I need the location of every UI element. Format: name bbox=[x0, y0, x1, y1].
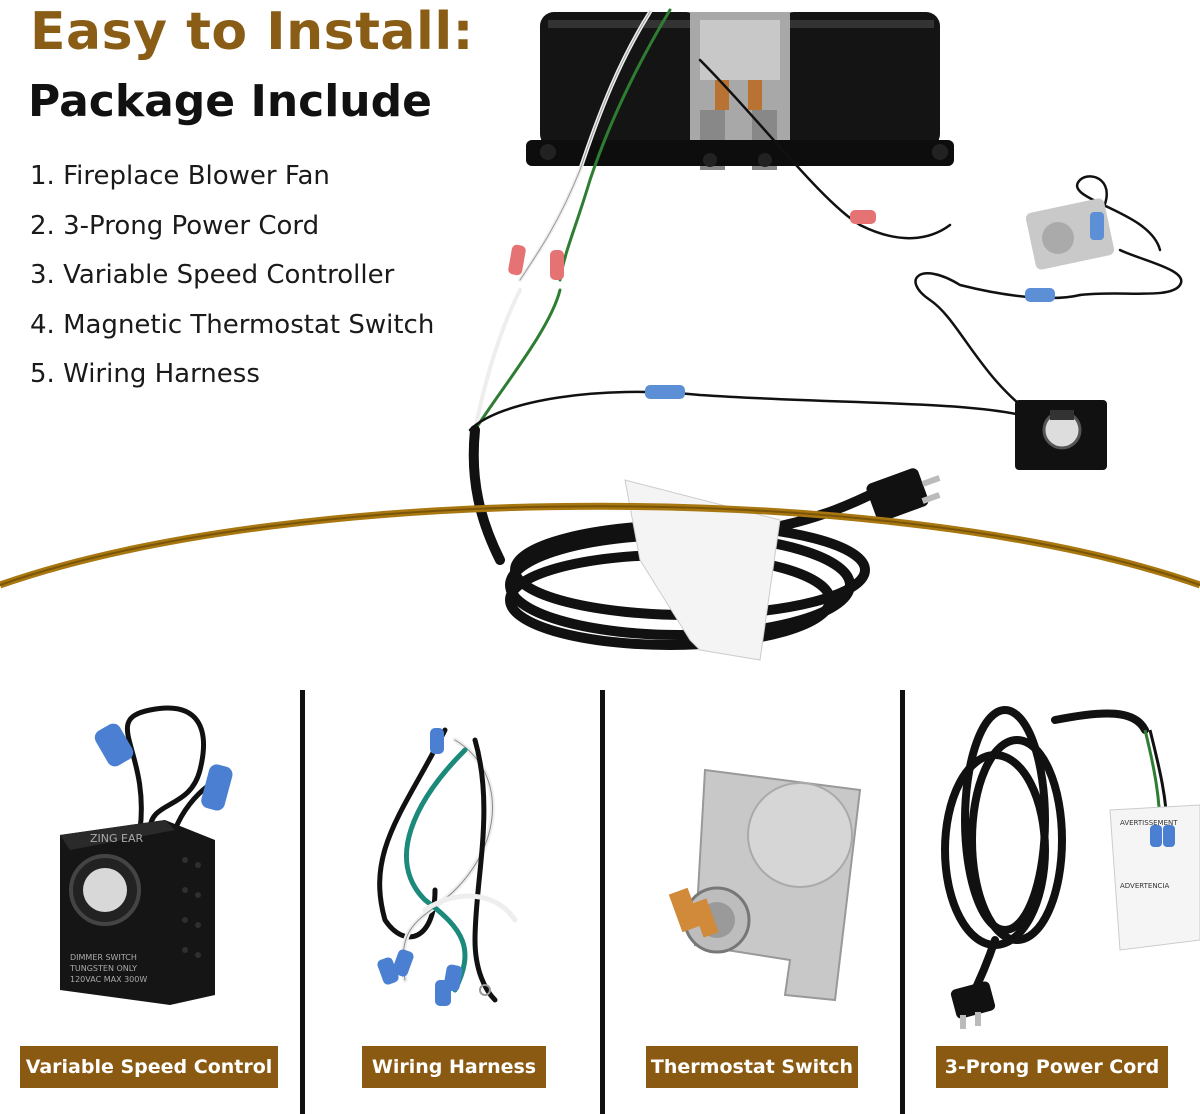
list-item: 3. Variable Speed Controller bbox=[30, 260, 395, 290]
list-item: 2. 3-Prong Power Cord bbox=[30, 210, 320, 241]
wiring-harness-icon bbox=[377, 727, 518, 1006]
divider bbox=[900, 690, 905, 1114]
thermostat-switch-icon bbox=[668, 768, 862, 1002]
speed-controller-icon: ZING EAR DIMMER SWITCH TUNGSTEN ONLY 120… bbox=[60, 705, 233, 1005]
component-label-power-cord: 3-Prong Power Cord bbox=[936, 1046, 1168, 1088]
blower-fan-icon bbox=[526, 12, 954, 170]
page-subtitle: Package Include bbox=[28, 76, 432, 127]
divider bbox=[600, 690, 605, 1114]
power-cord-icon: AVERTISSEMENT ADVERTENCIA bbox=[941, 706, 1200, 1029]
thermostat-plate-icon bbox=[1025, 198, 1115, 270]
list-item: 1. Fireplace Blower Fan bbox=[30, 161, 330, 191]
component-label-thermostat-switch: Thermostat Switch bbox=[646, 1046, 858, 1088]
tag-text: ADVERTENCIA bbox=[1120, 882, 1170, 890]
divider bbox=[300, 690, 305, 1114]
controller-text: TUNGSTEN ONLY bbox=[69, 964, 137, 973]
controller-text: 120VAC MAX 300W bbox=[70, 975, 147, 984]
blower-kit-illustration bbox=[468, 8, 1183, 661]
page-headline: Easy to Install: bbox=[30, 2, 474, 62]
component-label-variable-speed-control: Variable Speed Control bbox=[20, 1046, 278, 1088]
list-item: 5. Wiring Harness bbox=[30, 359, 260, 389]
list-item: 4. Magnetic Thermostat Switch bbox=[30, 309, 435, 340]
plug-icon bbox=[866, 468, 941, 522]
controller-brand: ZING EAR bbox=[90, 832, 144, 845]
controller-text: DIMMER SWITCH bbox=[70, 953, 137, 962]
tag-text: AVERTISSEMENT bbox=[1120, 819, 1178, 827]
component-label-wiring-harness: Wiring Harness bbox=[362, 1046, 546, 1088]
package-list: 1. Fireplace Blower Fan 2. 3-Prong Power… bbox=[30, 156, 434, 404]
speed-controller-small-icon bbox=[1015, 400, 1107, 470]
